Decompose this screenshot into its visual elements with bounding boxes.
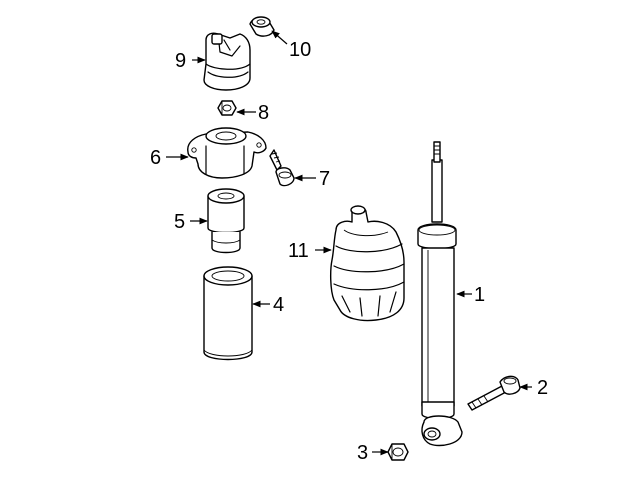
part-9-mount-bracket bbox=[203, 32, 251, 91]
part-5-bump-stop bbox=[207, 188, 245, 254]
callout-10: 10 bbox=[289, 39, 311, 61]
leader-10 bbox=[271, 30, 288, 45]
callout-11: 11 bbox=[288, 240, 309, 262]
part-7-bolt bbox=[269, 149, 295, 187]
part-1-shock-absorber bbox=[417, 141, 463, 447]
callout-2: 2 bbox=[537, 377, 548, 399]
part-11-air-spring bbox=[329, 205, 405, 322]
callout-5: 5 bbox=[174, 211, 185, 233]
part-6-upper-mount bbox=[187, 127, 267, 179]
part-3-nut bbox=[387, 443, 409, 461]
part-10-cap bbox=[249, 16, 275, 37]
callout-8: 8 bbox=[258, 102, 269, 124]
part-2-bolt bbox=[467, 375, 521, 411]
callout-leaders bbox=[166, 30, 532, 456]
part-4-dust-boot bbox=[203, 266, 253, 361]
part-8-nut bbox=[217, 100, 237, 116]
callout-labels: 1 2 3 4 5 6 7 8 9 10 11 bbox=[150, 39, 548, 464]
callout-4: 4 bbox=[273, 294, 284, 316]
callout-1: 1 bbox=[474, 284, 485, 306]
callout-3: 3 bbox=[357, 442, 368, 464]
callout-6: 6 bbox=[150, 147, 161, 169]
callout-7: 7 bbox=[319, 168, 330, 190]
callout-9: 9 bbox=[175, 50, 186, 72]
